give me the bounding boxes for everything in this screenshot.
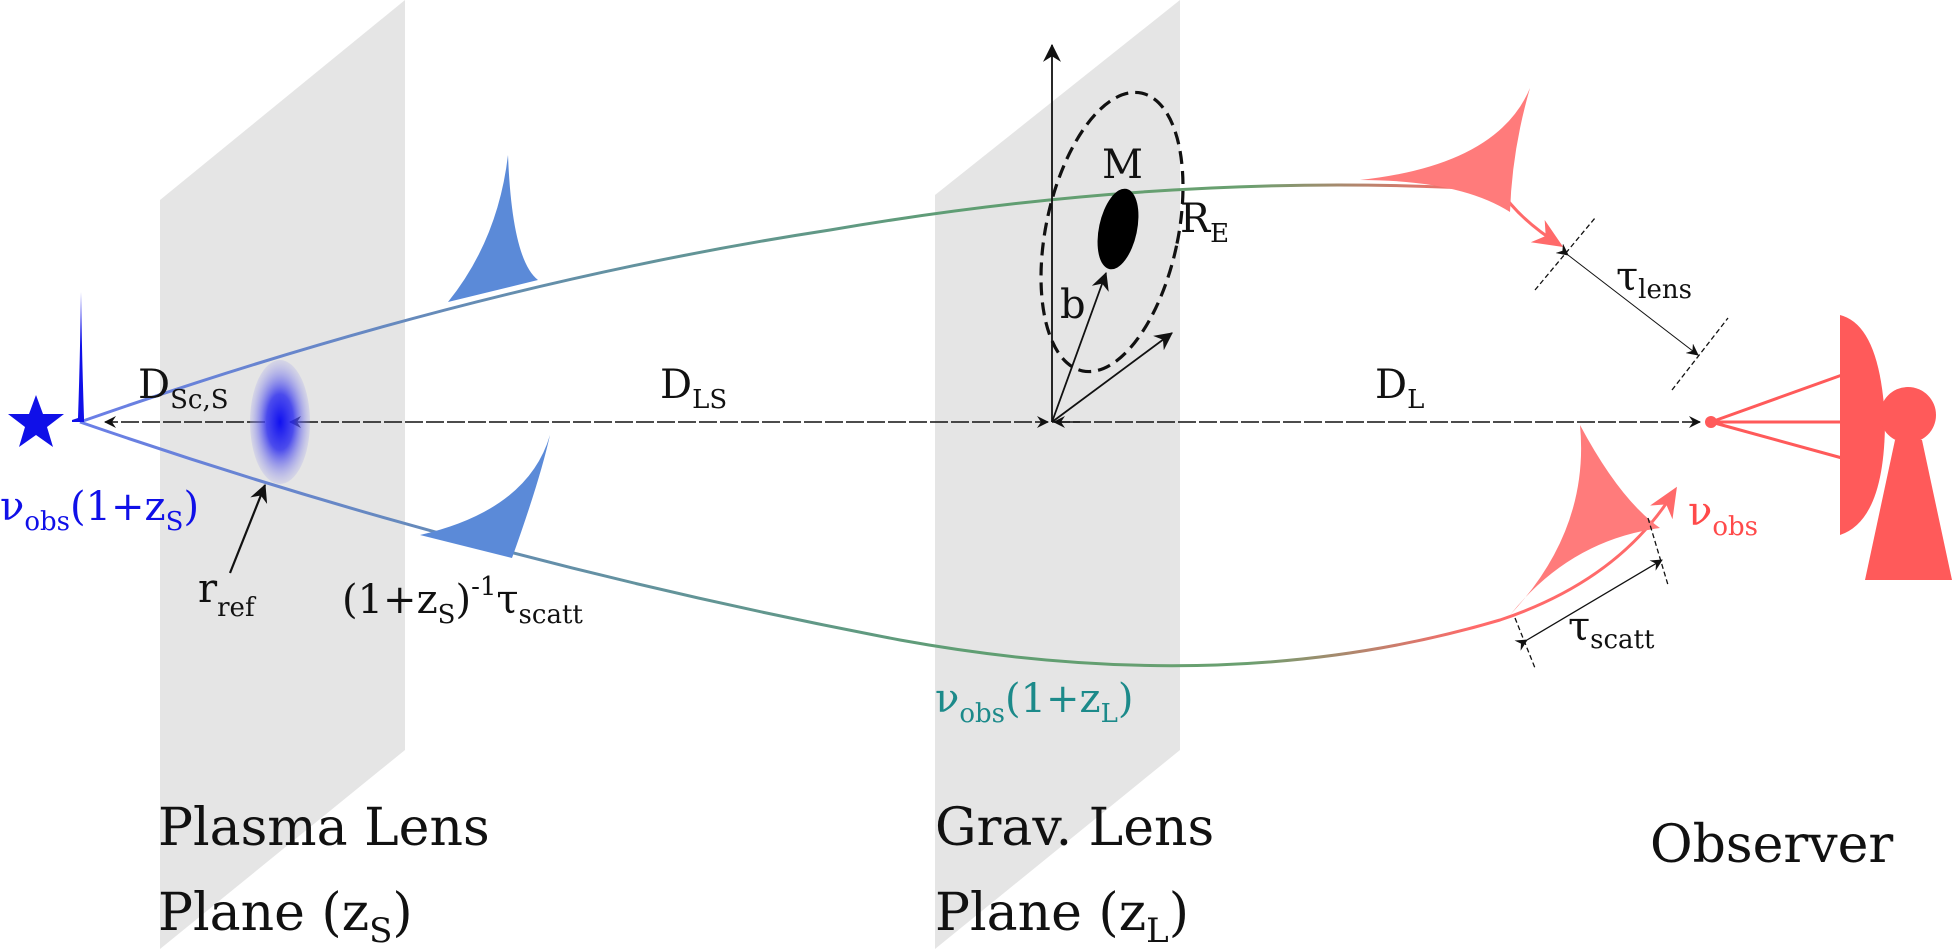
pulse-lower-red (1510, 425, 1660, 615)
pulse-upper-red (1360, 88, 1530, 212)
einstein-ring (1039, 90, 1185, 374)
label-nu-observer: νobs (1688, 489, 1758, 542)
label-impact: b (1060, 282, 1086, 328)
label-tau-lens: τlens (1616, 254, 1692, 305)
radio-telescope-icon (1705, 315, 1952, 580)
pulse-upper-blue (448, 155, 538, 302)
label-d-l: DL (1375, 362, 1424, 415)
star-icon (8, 395, 64, 447)
pulse-lower-blue (420, 435, 550, 558)
plasma-plane-subtitle: Plane (zS) (158, 883, 413, 949)
grav-plane-title: Grav. Lens (935, 798, 1214, 858)
source-pulse (72, 292, 84, 422)
tau-scatt-arrow (1514, 559, 1663, 651)
r-ref-arrow (228, 483, 268, 574)
tick-upper-2 (1671, 317, 1729, 391)
label-tau-scatt: τscatt (1568, 604, 1655, 655)
label-d-ls: DLS (660, 362, 727, 415)
label-d-sc-s: DSc,S (138, 362, 229, 415)
tick-upper-1 (1534, 217, 1596, 291)
light-path-upper (79, 183, 1501, 424)
grav-plane-subtitle: Plane (zL) (935, 883, 1189, 949)
label-einstein-radius: RE (1180, 196, 1229, 249)
scattering-disk (250, 360, 310, 484)
label-r-ref: rref (198, 566, 257, 623)
plasma-plane-title: Plasma Lens (158, 798, 490, 858)
impact-arrow (1051, 271, 1109, 423)
label-mass: M (1102, 142, 1143, 188)
ring-radius-arrow (1051, 332, 1173, 423)
mass-ellipse-icon (1097, 188, 1139, 270)
label-delay-scatt: (1+zS)-1τscatt (342, 572, 583, 630)
label-nu-source: νobs(1+zS) (0, 484, 199, 537)
label-nu-lens: νobs(1+zL) (935, 676, 1134, 729)
tick-lower-2 (1647, 517, 1669, 586)
tau-lens-arrow (1555, 243, 1699, 356)
tick-lower-1 (1514, 617, 1536, 669)
observer-title: Observer (1650, 815, 1893, 875)
